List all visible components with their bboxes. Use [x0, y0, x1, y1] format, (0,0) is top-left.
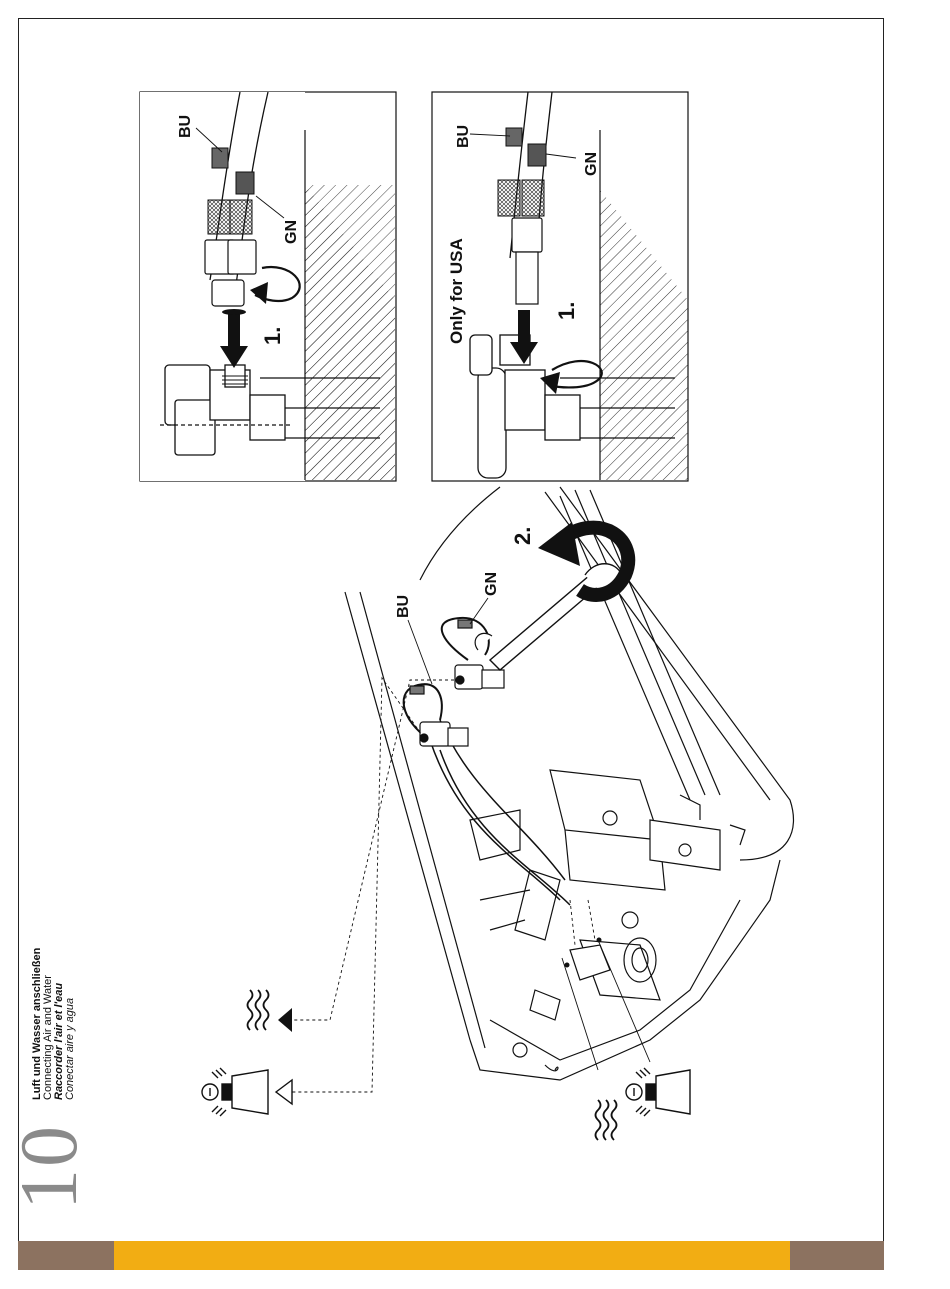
- air-pressure-icon-lower: [626, 1068, 690, 1116]
- water-wave-icon: [248, 990, 269, 1030]
- outline-triangle-icon: [276, 1080, 292, 1104]
- water-wave-icon-lower: [596, 1100, 617, 1140]
- label-bu-bottom: BU: [455, 125, 472, 148]
- label-gn-top: GN: [283, 220, 300, 244]
- label-gn-main: GN: [483, 572, 500, 596]
- note-only-usa: Only for USA: [447, 238, 466, 344]
- main-illustration: [290, 487, 793, 1092]
- label-bu-main: BU: [395, 595, 412, 618]
- detail-box-bottom: BU GN Only for USA 1.: [432, 92, 688, 481]
- air-pressure-icon: [202, 1068, 268, 1116]
- step-1-top: 1.: [260, 327, 285, 345]
- detail-box-top: BU GN 1.: [140, 92, 396, 481]
- label-bu-top: BU: [177, 115, 194, 138]
- step-1-bottom: 1.: [554, 302, 579, 320]
- label-gn-bottom: GN: [583, 152, 600, 176]
- step-2-main: 2.: [510, 527, 535, 545]
- filled-triangle-icon: [278, 1008, 292, 1032]
